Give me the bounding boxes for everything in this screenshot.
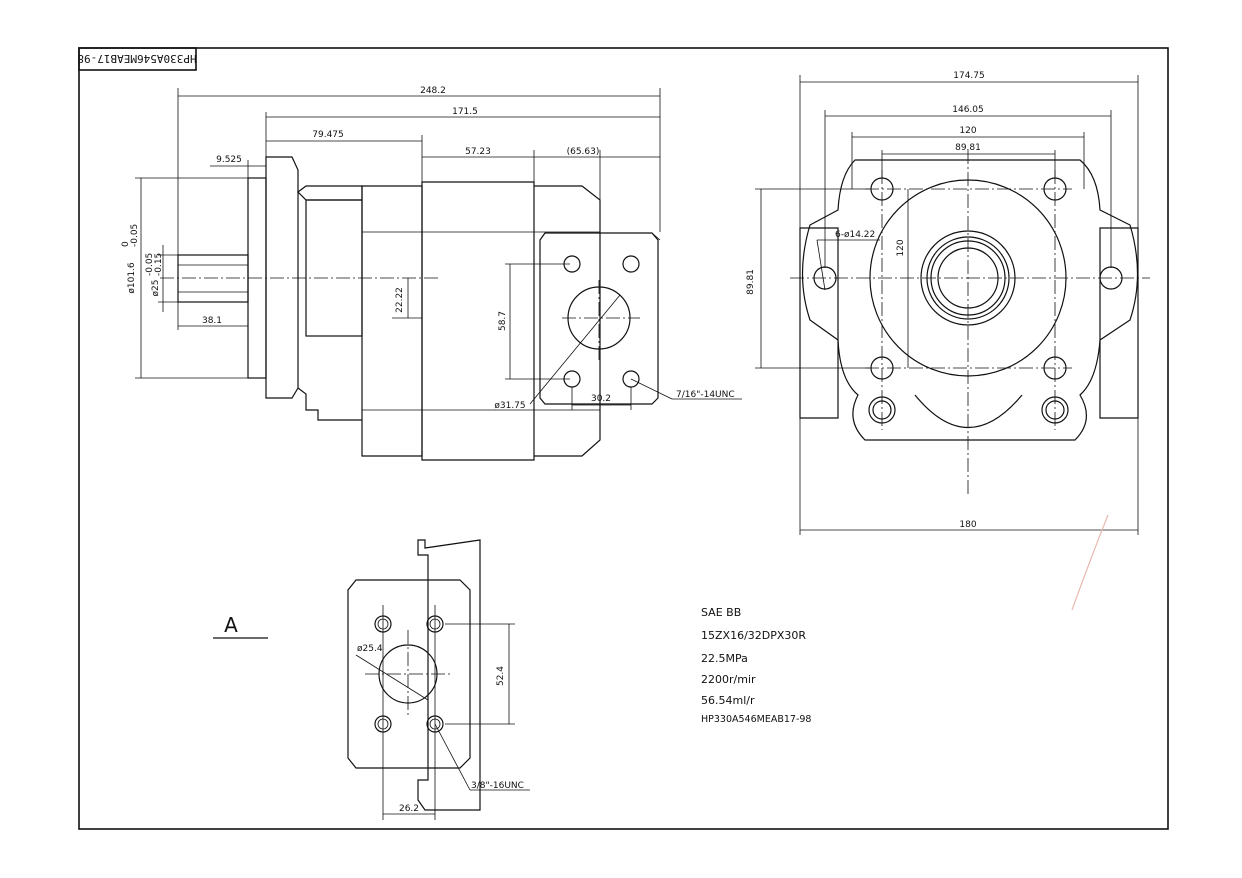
dim-248: 248.2 — [420, 86, 446, 96]
dim-26: 26.2 — [399, 804, 419, 814]
dim-171: 171.5 — [452, 107, 478, 117]
dim-120-vertical: 120 — [896, 239, 906, 256]
dim-89-vertical: 89.81 — [746, 269, 756, 295]
dim-25-tol-down: -0.15 — [154, 253, 164, 276]
mounting-flange — [265, 156, 299, 399]
bolt-hole — [622, 255, 640, 273]
dim-25-4: ø25.4 — [357, 644, 383, 654]
dim-31: ø31.75 — [494, 401, 525, 411]
dim-25-tol-up: -0.05 — [145, 253, 155, 276]
dim-89-horizontal: 89.81 — [955, 143, 981, 153]
port-circle — [567, 286, 631, 350]
shaft — [177, 254, 249, 303]
port-view: ø25.4 52.4 3/8"-16UNC 26.2 — [347, 539, 530, 820]
spec-line: 56.54ml/r — [701, 694, 755, 707]
port-body — [417, 539, 481, 811]
view-label: A — [224, 613, 238, 637]
front-flange — [801, 159, 1139, 441]
front-cover — [305, 199, 363, 337]
spec-line: 15ZX16/32DPX30R — [701, 629, 806, 642]
dim-22: 22.22 — [395, 287, 405, 313]
dim-30: 30.2 — [591, 394, 611, 404]
holes-callout: 6-ø14.22 — [835, 230, 875, 240]
dim-38: 38.1 — [202, 316, 222, 326]
dim-9: 9.525 — [216, 155, 242, 165]
spec-line: 2200r/mir — [701, 673, 756, 686]
title-block — [78, 47, 197, 71]
rear-cover — [534, 185, 601, 457]
dim-25: ø25 — [151, 280, 161, 297]
dim-79: 79.475 — [312, 130, 344, 140]
dim-101: ø101.6 — [127, 262, 137, 294]
dim-65: (65.63) — [567, 147, 600, 157]
body-section-1 — [361, 185, 423, 457]
dim-101-tol-down: -0.05 — [130, 224, 140, 247]
dim-180: 180 — [959, 520, 976, 530]
port-flange — [539, 232, 659, 405]
title-block-text: HP330A546MEAB17-98 — [77, 52, 196, 65]
spec-line: HP330A546MEAB17-98 — [701, 714, 811, 725]
port-flange-face — [347, 579, 471, 769]
dim-52: 52.4 — [496, 666, 506, 686]
drawing-frame — [78, 47, 1169, 830]
port-thread-callout: 3/8"-16UNC — [471, 781, 524, 791]
side-view: 248.2 171.5 79.475 57.23 (65.63) 9.525 ø… — [121, 86, 742, 461]
front-view: 174.75 146.05 120 89.81 6-ø14.22 120 89.… — [746, 71, 1150, 535]
dim-101-tol-up: 0 — [121, 241, 131, 247]
dim-146: 146.05 — [952, 105, 984, 115]
spec-line: SAE BB — [701, 606, 741, 619]
gear-housing — [421, 181, 535, 461]
pencil-mark — [1071, 514, 1109, 611]
dim-57: 57.23 — [465, 147, 491, 157]
dim-120-horizontal: 120 — [959, 126, 976, 136]
thread-callout: 7/16"-14UNC — [676, 390, 735, 400]
spec-line: 22.5MPa — [701, 652, 748, 665]
dim-58: 58.7 — [498, 311, 508, 331]
spec-block: SAE BB 15ZX16/32DPX30R 22.5MPa 2200r/mir… — [701, 606, 811, 725]
dim-174: 174.75 — [953, 71, 985, 81]
